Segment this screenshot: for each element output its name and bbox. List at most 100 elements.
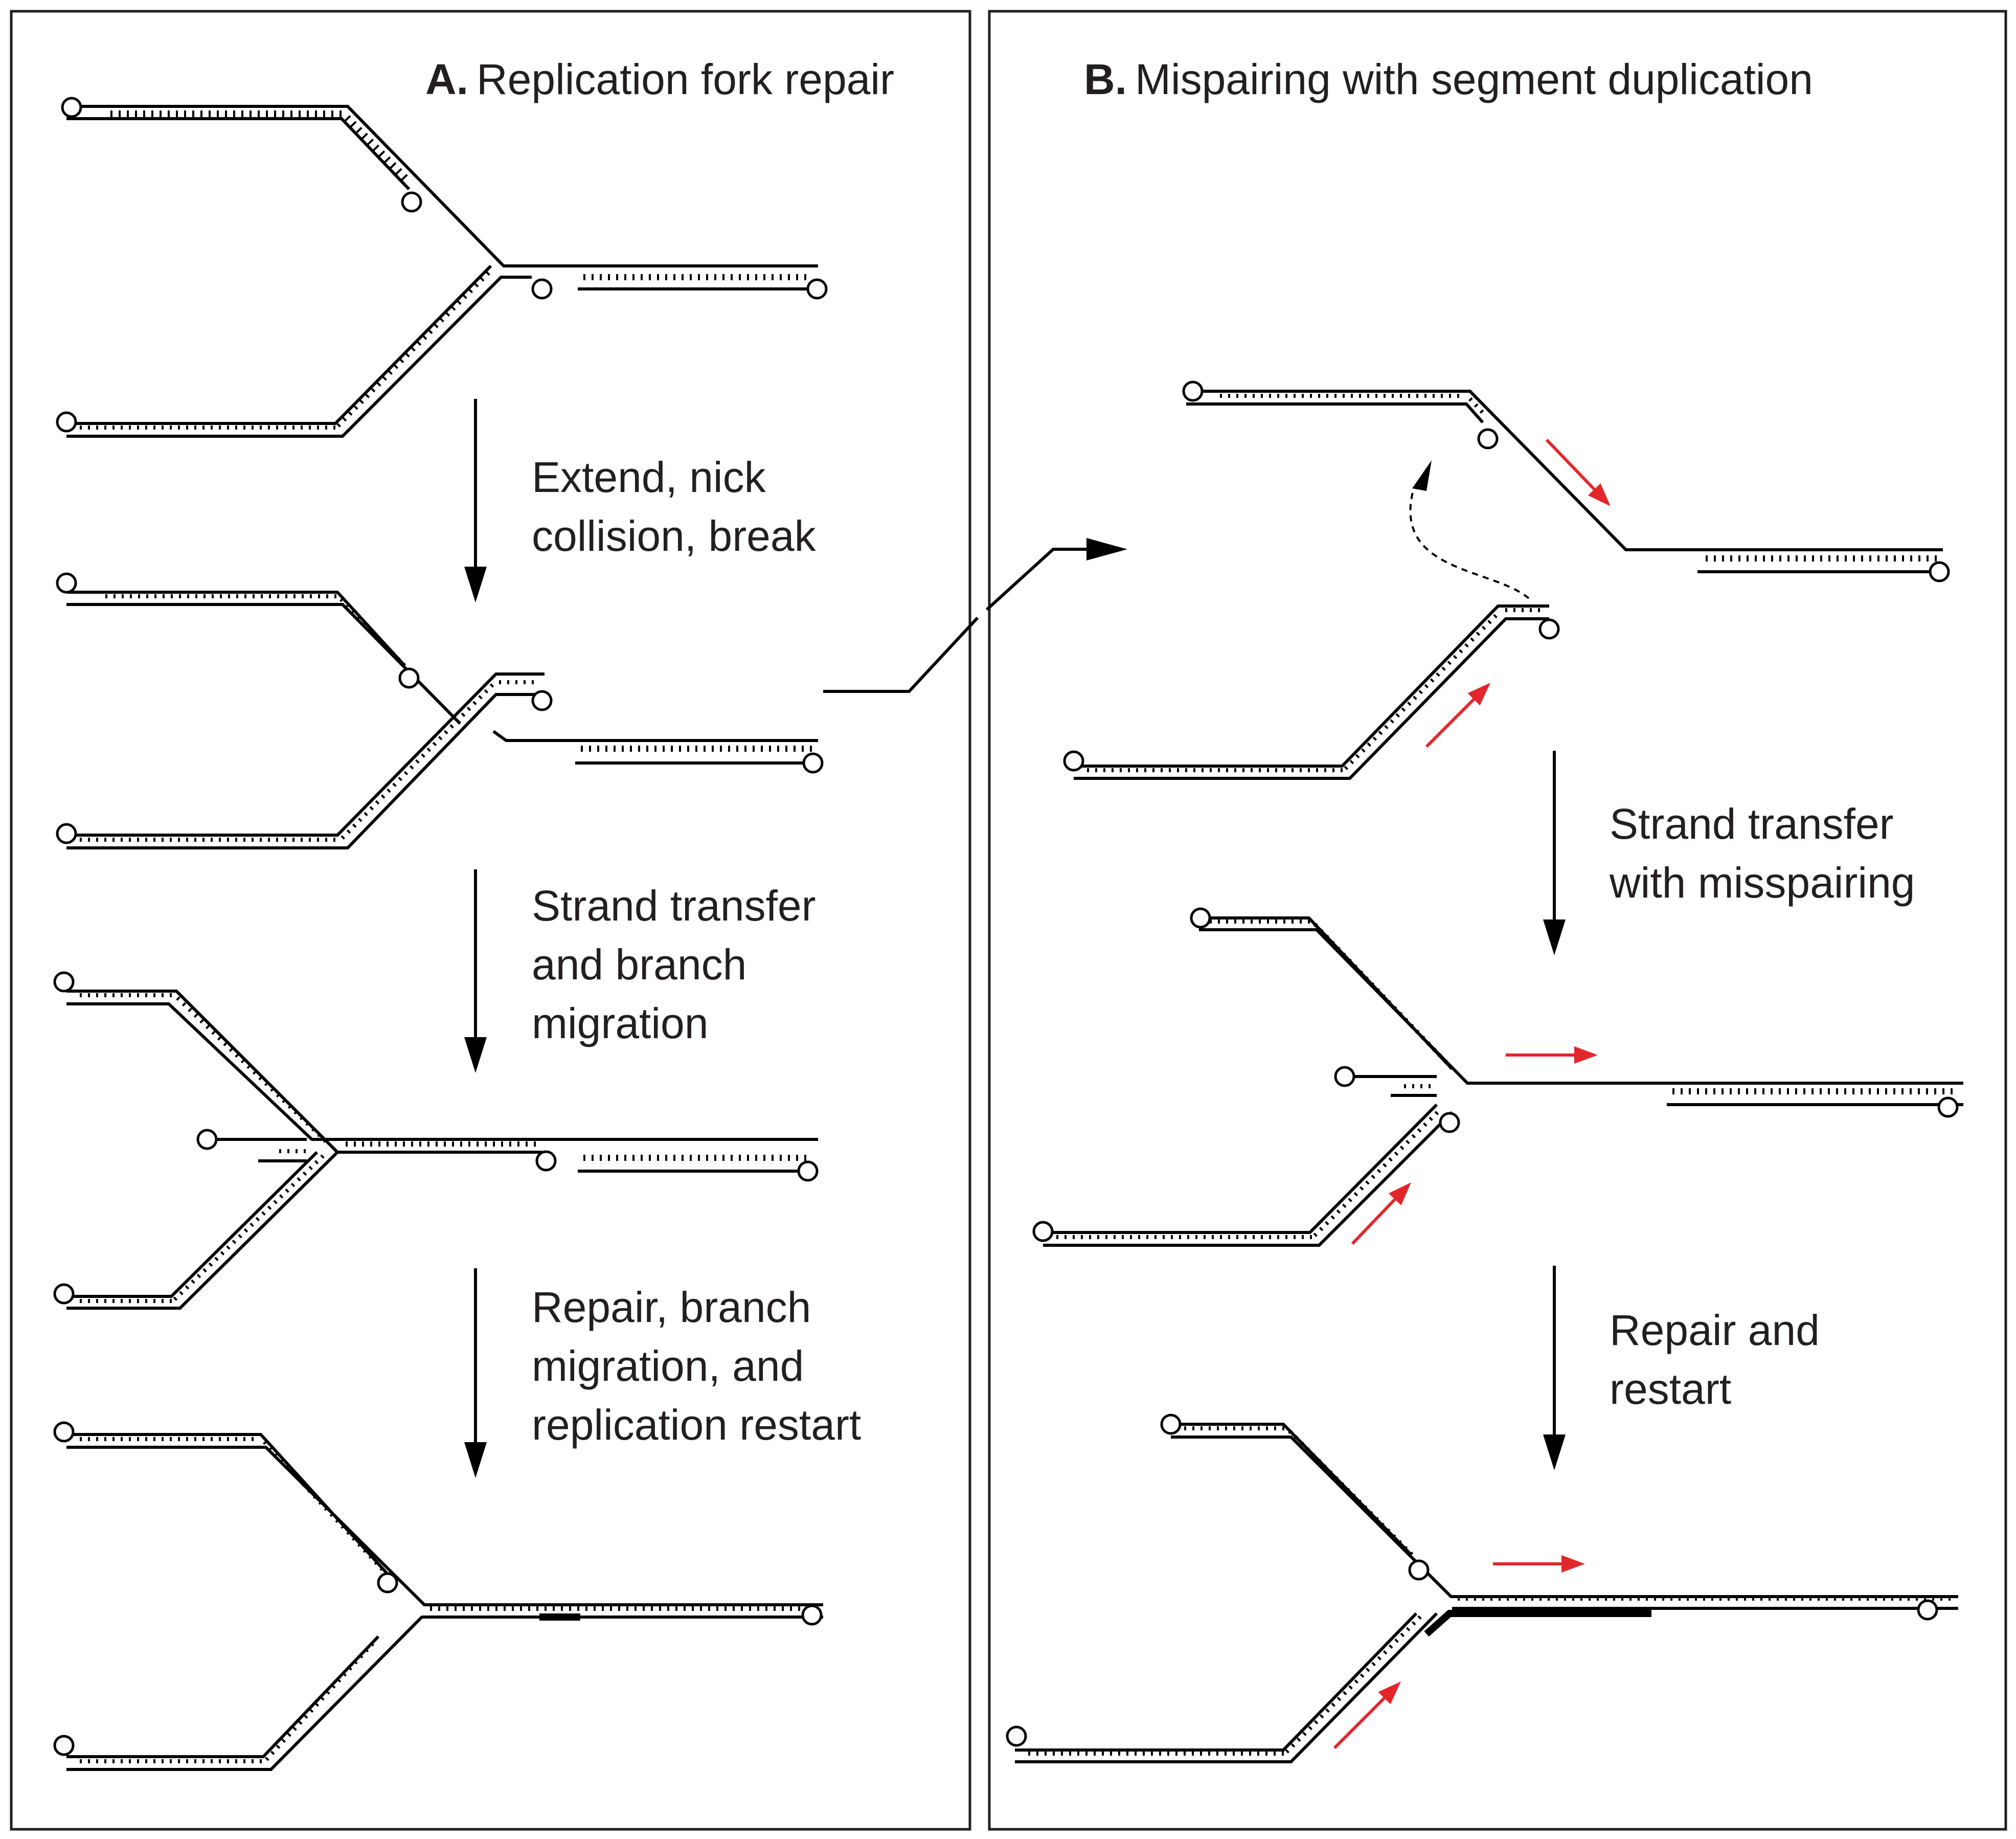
fork-b1: [1063, 380, 1950, 780]
base-pair-ticks: [1706, 555, 1937, 562]
panel-b-letter: B.: [1084, 55, 1127, 103]
tick-marks: [583, 1155, 806, 1161]
base-pair-ticks: [581, 746, 812, 752]
red-arrow-shaft: [1425, 698, 1475, 748]
down-arrow-icon: [1543, 920, 1566, 955]
red-arrowhead: [1574, 1046, 1598, 1064]
down-arrow-icon: [464, 567, 487, 602]
panel-a-title: A.Replication fork repair: [425, 55, 894, 103]
step-a2-line1: Strand transfer: [532, 882, 816, 930]
tick-marks: [1087, 608, 1540, 772]
step-a1-line1: Extend, nick: [532, 453, 766, 501]
tick-marks: [80, 1437, 390, 1577]
strand-end-icon: [56, 823, 77, 844]
nascent-top-strand: [1199, 916, 1454, 1070]
base-pair-ticks: [279, 1149, 306, 1153]
strand-end-icon: [1917, 1599, 1938, 1621]
strand-switch-dashed-arrow: [1409, 460, 1530, 599]
strand-end-icon: [802, 752, 824, 774]
strand-end-icon: [1929, 561, 1950, 582]
strand-end-icon: [56, 572, 77, 594]
down-arrow-icon: [464, 1442, 487, 1478]
tick-marks: [80, 1642, 375, 1763]
parental-bottom-strand: [66, 693, 545, 849]
strand-end-icon: [1182, 380, 1204, 402]
connector-line-a: [823, 616, 979, 693]
red-arrowhead: [1378, 1681, 1401, 1705]
nascent-top-strand: [1186, 402, 1484, 423]
nascent-top-strand: [66, 117, 411, 191]
nascent-top-strand: [66, 1433, 390, 1577]
strand-end-icon: [1408, 1559, 1430, 1581]
down-arrow-icon: [464, 1037, 487, 1073]
strand-end-icon: [1538, 618, 1560, 640]
tick-marks: [583, 274, 806, 280]
strand-end-icon: [398, 667, 420, 689]
base-pair-ticks: [1028, 1615, 1422, 1756]
parental-top-strand: [66, 603, 462, 725]
tick-marks: [1706, 555, 1937, 562]
fork-a2: [56, 572, 824, 849]
parental-top-strand: [66, 1002, 818, 1141]
fork-b3: [1006, 1414, 1958, 1763]
base-pair-ticks: [80, 1642, 375, 1763]
step-a2-line2: and branch: [532, 940, 746, 989]
red-arrowhead: [1467, 683, 1490, 706]
tick-marks: [80, 271, 490, 430]
nascent-top-strand: [66, 990, 542, 1154]
tick-marks: [581, 746, 812, 752]
tick-marks: [110, 110, 408, 182]
parental-bottom-strand: [1015, 1612, 1438, 1763]
parental-top-strand: [66, 105, 818, 267]
strand-end-icon: [196, 1129, 218, 1150]
process-arrow-a3: [464, 1268, 487, 1478]
parental-top-strand: [66, 1446, 823, 1606]
dashed-arrowhead: [1412, 460, 1432, 491]
strand-end-icon: [797, 1160, 819, 1182]
parental-bottom-strand: [66, 1151, 339, 1310]
step-b2-label: Repair and restart: [1610, 1306, 1831, 1413]
nascent-bottom-strand: [1043, 1103, 1438, 1234]
base-pair-ticks: [1087, 608, 1540, 772]
base-pair-ticks: [430, 1606, 808, 1611]
step-b2-line1: Repair and: [1610, 1306, 1820, 1354]
nascent-bottom-strand: [1015, 1612, 1418, 1752]
fork-a1: [56, 97, 828, 438]
red-arrowhead: [1561, 1555, 1585, 1573]
tick-marks: [80, 993, 328, 1143]
red-arrow-icon: [1425, 683, 1490, 748]
red-arrow-shaft: [1333, 1697, 1386, 1750]
fork-a3: [53, 971, 819, 1310]
panel-b-title: B.Mispairing with segment duplication: [1084, 55, 1813, 103]
parental-top-strand: [1171, 1436, 1958, 1598]
process-arrow-b2: [1543, 1266, 1566, 1470]
tick-marks: [1056, 1111, 1439, 1239]
tick-marks: [279, 1149, 306, 1153]
parental-bottom-strand: [1043, 1111, 1454, 1247]
nascent-top-strand: [1171, 1423, 1413, 1556]
parental-top-strand: [1186, 390, 1943, 551]
connector-arrowhead: [1086, 538, 1127, 560]
step-b2-line2: restart: [1610, 1365, 1731, 1413]
tick-marks: [1672, 1088, 1953, 1094]
process-arrow-a2: [464, 869, 487, 1073]
step-b1-line1: Strand transfer: [1610, 800, 1894, 848]
dna-layer: [53, 97, 1963, 1771]
strand-end-icon: [401, 191, 422, 213]
base-pair-ticks: [80, 271, 490, 430]
strand-end-icon: [1160, 1414, 1182, 1435]
red-arrow-icon: [1493, 1555, 1585, 1573]
fork-b2: [1032, 907, 1963, 1247]
step-a1-label: Extend, nick collision, break: [532, 453, 817, 560]
red-arrow-icon: [1545, 438, 1611, 506]
panel-b-frame: [988, 10, 2007, 1831]
panel-a-letter: A.: [425, 55, 468, 103]
panel-b-title-text: Mispairing with segment duplication: [1135, 55, 1813, 103]
base-pair-ticks: [583, 274, 806, 280]
red-arrow-shaft: [1545, 438, 1596, 490]
duplicated-segment: [1424, 1610, 1651, 1637]
base-pair-ticks: [80, 680, 534, 842]
base-pair-ticks: [583, 1155, 806, 1161]
red-arrow-shaft: [1351, 1198, 1396, 1245]
